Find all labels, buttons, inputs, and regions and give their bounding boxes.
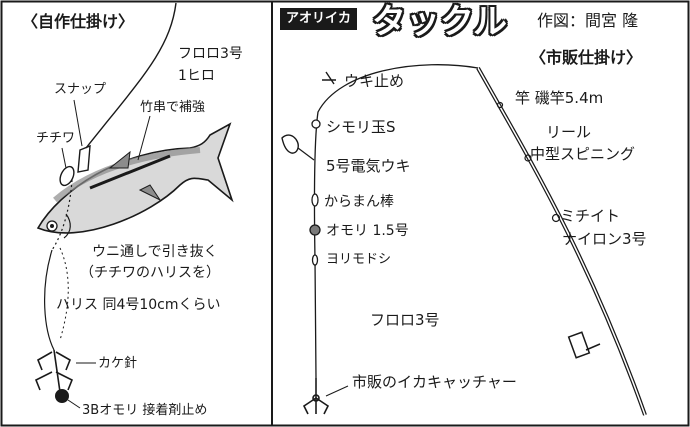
electric-float-icon [281, 134, 315, 161]
chichiwa-loop-icon [59, 165, 75, 187]
bamboo-label: 竹串で補強 [140, 100, 206, 115]
harisu-label: ハリス 同4号10cmくらい [56, 297, 221, 313]
rod-guides [496, 101, 561, 223]
line-label-1: ミチイト [560, 207, 621, 225]
chichiwa-leader [61, 147, 67, 169]
main-line [313, 64, 479, 379]
fluoro-label: フロロ3号 [370, 311, 440, 329]
shimori-label: シモリ玉S [326, 118, 396, 136]
uki-stop-icon [322, 71, 336, 85]
swivel-icon [311, 254, 319, 266]
omori-label: オモリ 1.5号 [326, 223, 409, 239]
snap-icon [77, 144, 91, 173]
karaman-icon [311, 193, 319, 207]
uki-stop-label: ウキ止め [344, 72, 405, 90]
harisu-line [44, 249, 55, 351]
sinker-leader [67, 399, 81, 409]
leader-length-label: 1ヒロ [178, 68, 215, 84]
reel-label-2: 中型スピニング [530, 145, 636, 163]
float-label: 5号電気ウキ [326, 157, 411, 175]
leader-line-label: フロロ3号 [178, 46, 243, 62]
spinning-reel-icon [567, 331, 601, 359]
snap-leader [73, 99, 83, 147]
karaman-label: からまん棒 [324, 194, 394, 210]
catcher-label: 市販のイカキャッチャー [352, 373, 517, 391]
line-label-2: ナイロン3号 [562, 230, 647, 248]
swivel-label: ヨリモドシ [326, 252, 392, 267]
left-panel-heading: 〈自作仕掛け〉 [22, 12, 135, 31]
urchin-label-2: （チチワのハリスを） [80, 265, 220, 281]
snap-label: スナップ [54, 82, 107, 97]
bait-fish-icon [36, 122, 234, 239]
shimori-bead-icon [311, 119, 321, 129]
leader-line [85, 2, 177, 149]
3b-sinker-ball [55, 389, 69, 403]
bamboo-leader [137, 115, 151, 161]
category-badge: アオリイカ [280, 8, 358, 30]
harisu-inside [51, 179, 73, 251]
kake-hook-icon [34, 349, 74, 393]
sinker-label: 3Bオモリ 接着剤止め [82, 403, 208, 418]
chichiwa-label: チチワ [36, 131, 76, 146]
reel-label-1: リール [546, 123, 592, 141]
catcher-leader [325, 385, 349, 397]
bamboo-skewer [89, 154, 171, 190]
urchin-label-1: ウニ通しで引き抜く [92, 244, 218, 260]
rod-highlight [477, 67, 646, 416]
right-panel-heading: 〈市販仕掛け〉 [530, 48, 643, 67]
squid-catcher-icon [302, 378, 330, 415]
kake-hook-label: カケ針 [98, 356, 138, 371]
illustration-credit: 作図：間宮 隆 [537, 11, 639, 30]
page-title: タックル [372, 2, 507, 42]
rod-label: 竿 磯竿5.4m [515, 89, 604, 107]
omori-sinker-icon [309, 224, 321, 236]
urchin-path [59, 247, 69, 341]
